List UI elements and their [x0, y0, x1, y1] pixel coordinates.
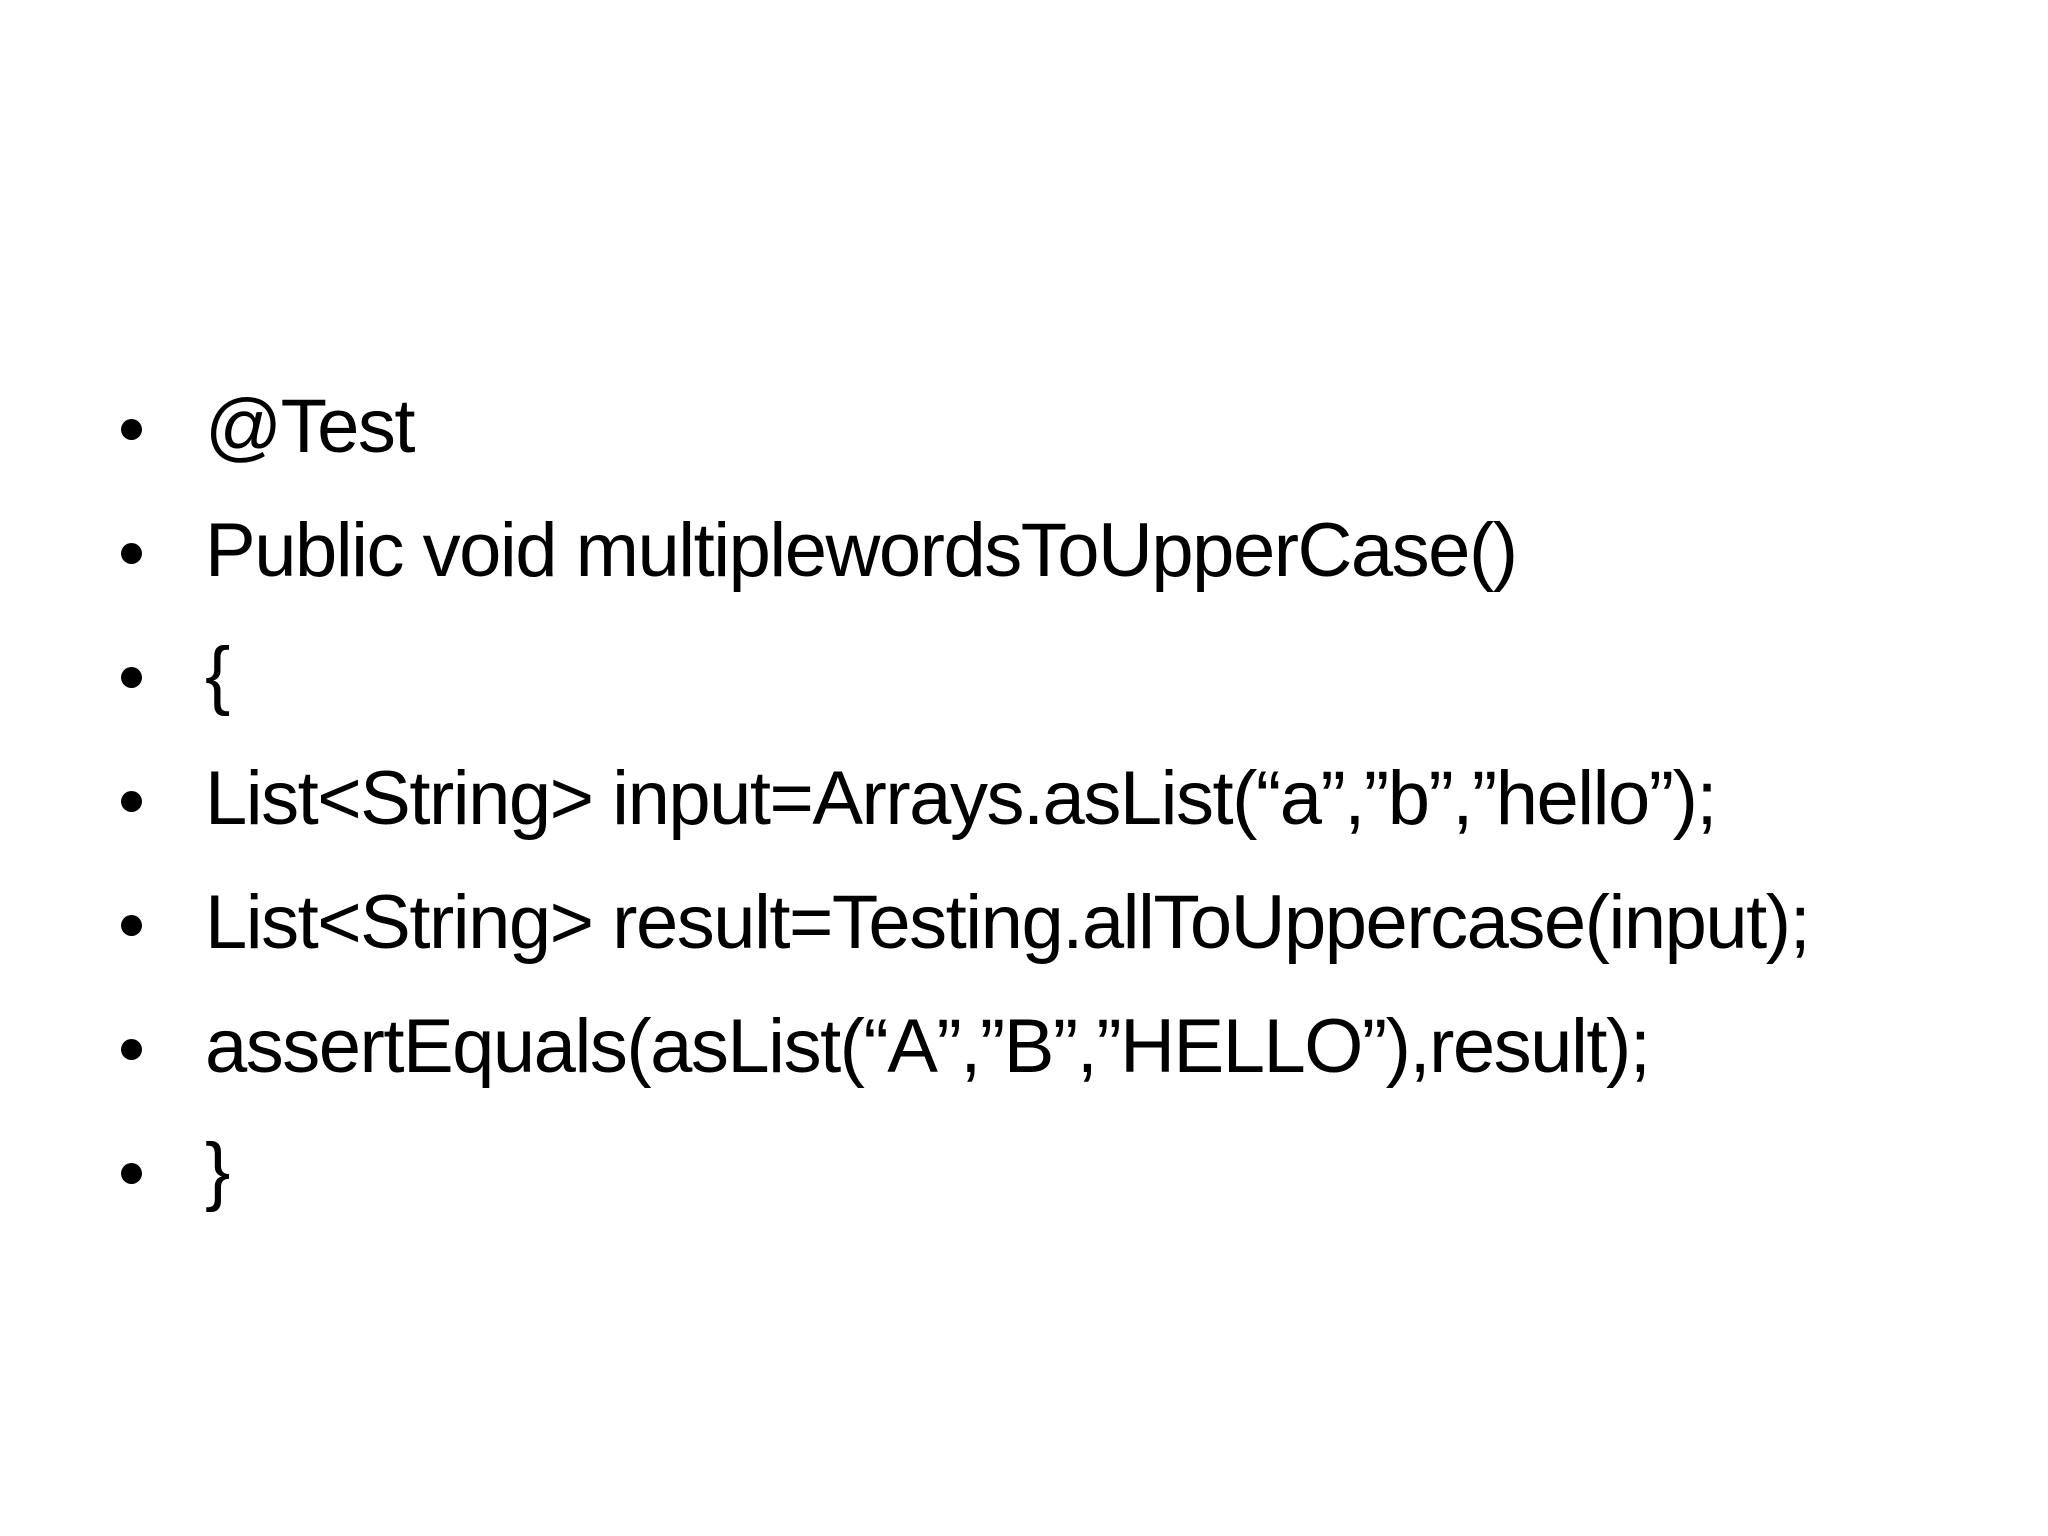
bullet-icon: [121, 1162, 142, 1184]
list-item: Public void multiplewordsToUpperCase(): [121, 489, 1809, 613]
code-line: Public void multiplewordsToUpperCase(): [205, 508, 1518, 593]
bullet-icon: [121, 542, 142, 564]
bullet-icon: [121, 790, 142, 812]
list-item: List<String> result=Testing.allToUpperca…: [121, 861, 1811, 985]
code-line: assertEquals(asList(“A”,”B”,”HELLO”),res…: [205, 1004, 1651, 1089]
code-line: List<String> result=Testing.allToUpperca…: [205, 880, 1811, 965]
code-line: List<String> input=Arrays.asList(“a”,”b”…: [205, 756, 1718, 841]
list-item: }: [121, 1109, 1809, 1233]
bullet-icon: [121, 914, 142, 936]
bullet-icon: [121, 418, 142, 440]
list-item: @Test: [121, 365, 1809, 489]
list-item: {: [121, 613, 1809, 737]
code-bullet-list: @Test Public void multiplewordsToUpperCa…: [121, 365, 1811, 1233]
code-line: }: [205, 1128, 230, 1213]
bullet-icon: [121, 666, 142, 688]
list-item: assertEquals(asList(“A”,”B”,”HELLO”),res…: [121, 985, 1809, 1109]
code-line: {: [205, 632, 230, 717]
code-line: @Test: [205, 384, 416, 469]
list-item: List<String> input=Arrays.asList(“a”,”b”…: [121, 737, 1809, 861]
bullet-icon: [121, 1038, 142, 1060]
